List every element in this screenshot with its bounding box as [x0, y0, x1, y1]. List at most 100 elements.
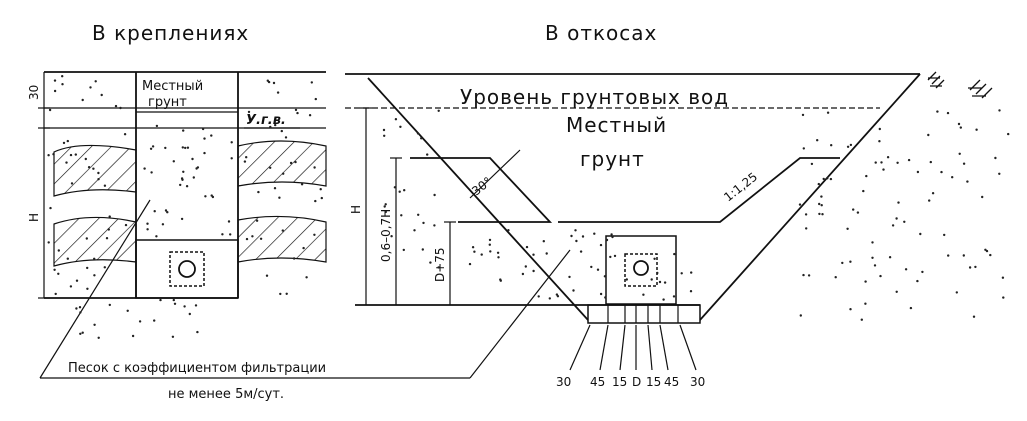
sand-dot [849, 308, 852, 311]
sand-dot [959, 126, 962, 129]
sand-dot [400, 214, 403, 217]
sand-dot [642, 293, 645, 296]
sand-dot [108, 215, 111, 218]
bottom-dim-4: 15 [646, 375, 661, 389]
sand-dot [507, 229, 510, 232]
sand-dot [172, 298, 175, 302]
sand-dot [690, 271, 693, 274]
sand-dot [398, 190, 401, 193]
sand-dot [604, 296, 607, 299]
sand-dot [269, 166, 272, 169]
dim-d75-label: D+75 [433, 247, 447, 282]
sand-dot [155, 124, 159, 128]
sand-dot [284, 136, 288, 139]
sand-dot [282, 172, 285, 175]
sand-dot [689, 290, 693, 293]
sand-dot [891, 224, 895, 227]
sand-dot [417, 213, 420, 216]
sand-dot [974, 265, 977, 269]
sand-dot [822, 177, 825, 181]
sand-dot [146, 228, 149, 231]
sand-dot [818, 202, 821, 206]
sand-dot [47, 154, 50, 157]
sand-dot [1001, 276, 1005, 279]
sand-dot [308, 114, 312, 117]
sand-dot [856, 211, 860, 214]
sand-dot [903, 220, 906, 223]
sand-dot [92, 167, 95, 170]
sand-dot [184, 146, 187, 150]
sand-dot [383, 134, 386, 137]
sand-dot [278, 196, 281, 199]
sand-dot [888, 256, 892, 259]
sand-dot [183, 305, 186, 308]
sand-dot [131, 334, 135, 338]
sand-dot [849, 143, 853, 147]
sand-dot [919, 232, 922, 236]
sand-dot [103, 184, 107, 187]
sand-dot [593, 232, 596, 235]
sand-dot [468, 262, 472, 266]
sand-dot [259, 237, 263, 240]
sand-dot [480, 253, 483, 256]
local-soil-label-left-1: Местный [142, 79, 203, 94]
sand-dot [221, 233, 224, 236]
sand-dot [871, 241, 874, 244]
sand-dot [882, 168, 885, 171]
sand-dot [294, 160, 297, 164]
sand-dot [966, 180, 969, 183]
sand-dot [830, 144, 833, 147]
sand-dot [433, 193, 436, 197]
sand-dot [864, 280, 867, 283]
sand-dot [314, 199, 317, 203]
sand-dot [521, 272, 525, 276]
sand-dot [57, 272, 60, 275]
sand-dot [53, 268, 56, 271]
local-soil-label-right-1: Местный [566, 113, 667, 137]
sand-dot [931, 192, 935, 195]
sand-dot [188, 312, 191, 316]
drain-pipe-right [633, 260, 649, 276]
sand-dot [292, 257, 296, 260]
sand-dot [416, 132, 420, 135]
sand-dot [985, 249, 989, 253]
sand-dot [123, 133, 127, 136]
leader-line-left [39, 199, 151, 379]
sand-dot [319, 188, 322, 191]
sand-dot [962, 162, 966, 165]
sand-dot [313, 233, 316, 236]
sand-dot [382, 128, 386, 132]
sand-dot [471, 246, 475, 249]
sand-dot [820, 195, 823, 198]
sand-dot [146, 222, 149, 225]
sand-dot [151, 145, 155, 148]
sand-dot [384, 203, 387, 206]
sand-dot [97, 178, 100, 181]
sand-dot [153, 319, 156, 322]
sand-dot [87, 166, 91, 169]
sand-dot [1002, 296, 1005, 299]
sand-dot [804, 213, 808, 216]
gravel-box-right [605, 235, 677, 305]
sand-dot [108, 303, 112, 307]
sand-dot [70, 182, 74, 185]
sand-dot [574, 229, 577, 232]
sand-dot [274, 123, 277, 127]
sand-dot [281, 229, 284, 232]
sand-dot [171, 335, 175, 338]
sand-dot [54, 292, 57, 296]
filter-base [587, 304, 701, 324]
sand-dot [94, 80, 97, 83]
sand-dot [590, 265, 593, 269]
sand-dot [834, 276, 837, 279]
sand-dot [138, 320, 142, 323]
sand-dot [972, 315, 976, 318]
sand-dot [862, 189, 865, 193]
left-section: Местный грунт У.г.в. 30 H [27, 71, 470, 379]
sand-dot [399, 125, 402, 128]
sand-dot [947, 254, 950, 257]
sand-dot [393, 186, 397, 189]
sand-dot [196, 330, 199, 334]
sand-dot [84, 157, 88, 161]
